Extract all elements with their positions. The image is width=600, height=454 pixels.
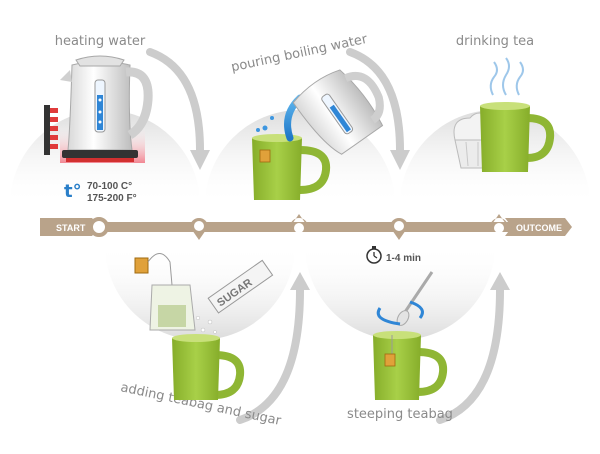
temperature-celsius: 70-100 C° bbox=[87, 181, 132, 192]
marker-4 bbox=[390, 218, 408, 240]
step-drinking-label: drinking tea bbox=[456, 34, 534, 49]
teabag-icon bbox=[134, 253, 196, 331]
timeline-outcome-label: OUTCOME bbox=[516, 223, 562, 233]
stir-arrows-icon bbox=[376, 300, 424, 326]
step-steeping-label: steeping teabag bbox=[347, 407, 453, 422]
mug-adding bbox=[172, 334, 245, 400]
marker-5 bbox=[490, 214, 508, 233]
timeline: START OUTCOME bbox=[40, 218, 572, 236]
steam-icon bbox=[489, 57, 524, 96]
arc-steeping bbox=[305, 245, 495, 340]
timer-icon bbox=[366, 246, 382, 264]
flow-arrows bbox=[146, 48, 504, 424]
mug-drinking bbox=[480, 102, 555, 172]
mug-steeping bbox=[373, 331, 448, 400]
timeline-start-label: START bbox=[56, 223, 86, 233]
marker-1 bbox=[89, 217, 109, 237]
arrow-heads bbox=[190, 150, 510, 290]
electric-kettle-icon bbox=[60, 55, 153, 163]
arc-adding bbox=[105, 245, 295, 340]
sugar-grains bbox=[195, 315, 217, 334]
timeline-markers bbox=[89, 214, 508, 240]
marker-2 bbox=[190, 218, 208, 240]
heat-scale-icon bbox=[44, 105, 58, 155]
kettle-pouring-icon bbox=[292, 69, 384, 155]
step-heating-label: heating water bbox=[55, 34, 146, 49]
marker-3 bbox=[290, 214, 308, 233]
temperature-fahrenheit: 175-200 F° bbox=[87, 193, 137, 204]
steep-duration: 1-4 min bbox=[386, 253, 421, 264]
temperature-symbol: t° bbox=[64, 181, 82, 202]
